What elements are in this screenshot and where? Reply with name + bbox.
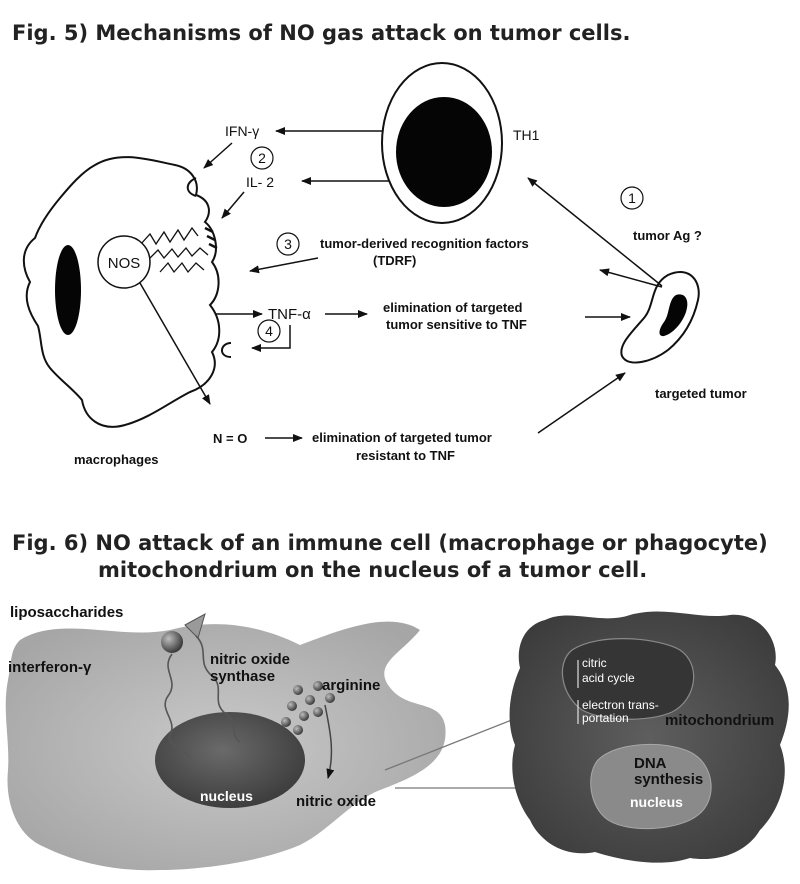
arrow-ifn-to-receptor bbox=[203, 142, 233, 169]
fig5-title: Fig. 5) Mechanisms of NO gas attack on t… bbox=[12, 21, 630, 45]
arrow-tdrf-to-macrophage bbox=[249, 257, 319, 274]
elim-tnf-line1: elimination of targeted bbox=[383, 300, 522, 315]
step-2-circle: 2 bbox=[250, 146, 274, 170]
citric-label-line2: acid cycle bbox=[582, 671, 635, 685]
ifn-receptor bbox=[186, 177, 197, 197]
mitochondrium-label: mitochondrium bbox=[665, 712, 774, 729]
nos-label-line1: nitric oxide bbox=[210, 651, 290, 668]
signal-zigzag-2 bbox=[149, 246, 209, 260]
signal-zigzag-1 bbox=[139, 226, 199, 246]
fig6-title-line1: Fig. 6) NO attack of an immune cell (mac… bbox=[12, 531, 768, 555]
macrophage-cell bbox=[22, 156, 221, 428]
interferon-label: interferon-γ bbox=[8, 659, 92, 676]
signal-zigzag-3 bbox=[159, 261, 205, 274]
il2-label: IL- 2 bbox=[246, 174, 274, 190]
il2-receptor bbox=[204, 226, 218, 250]
elim-tnf-line2: tumor sensitive to TNF bbox=[386, 317, 527, 332]
citric-label-line1: citric bbox=[582, 656, 607, 670]
mitochondrium-organelle bbox=[561, 638, 695, 720]
tumor-nucleus bbox=[590, 744, 712, 830]
th1-label: TH1 bbox=[513, 127, 540, 143]
immune-cell-nucleus bbox=[155, 712, 305, 808]
step-4-circle: 4 bbox=[257, 319, 281, 343]
step-3-circle: 3 bbox=[276, 232, 300, 256]
svg-text:1: 1 bbox=[628, 190, 636, 206]
nos-label: NOS bbox=[108, 255, 141, 272]
nucleus-right-label: nucleus bbox=[630, 794, 683, 810]
svg-text:4: 4 bbox=[265, 323, 273, 339]
liposaccharide-receptor bbox=[184, 612, 206, 639]
liposaccharides-label: liposaccharides bbox=[10, 604, 123, 621]
elim-no-line2: resistant to TNF bbox=[356, 448, 455, 463]
ifn-gamma-label: IFN-γ bbox=[225, 123, 259, 139]
arrow-tnf-feedback bbox=[251, 325, 291, 352]
nitric-oxide-label: nitric oxide bbox=[296, 793, 376, 810]
arrow-il2-to-receptor bbox=[221, 191, 245, 219]
dna-label-line2: synthesis bbox=[634, 771, 703, 788]
macrophages-label: macrophages bbox=[74, 452, 159, 467]
svg-text:3: 3 bbox=[284, 236, 292, 252]
tnf-receptor bbox=[221, 342, 232, 358]
tdrf-label-line1: tumor-derived recognition factors bbox=[320, 236, 529, 251]
targeted-tumor-cell bbox=[620, 271, 700, 364]
th1-cell bbox=[381, 62, 503, 224]
interferon-signal-path bbox=[164, 653, 191, 759]
tumor-ag-label: tumor Ag ? bbox=[633, 228, 702, 243]
targeted-tumor-label: targeted tumor bbox=[655, 386, 747, 401]
arginine-label: arginine bbox=[322, 677, 380, 694]
step-1-circle: 1 bbox=[620, 186, 644, 210]
arginine-molecules bbox=[281, 681, 335, 735]
elim-no-line1: elimination of targeted tumor bbox=[312, 430, 492, 445]
macrophage-nucleus bbox=[55, 245, 81, 335]
dna-label-line1: DNA bbox=[634, 755, 667, 772]
arrow-arginine-to-no bbox=[324, 704, 335, 779]
arrow-to-tumor-no bbox=[537, 372, 626, 434]
electron-label-line2: portation bbox=[582, 711, 629, 725]
tdrf-label-line2: (TDRF) bbox=[373, 253, 416, 268]
nos-circle: NOS bbox=[97, 235, 151, 289]
nos-label-line2: synthase bbox=[210, 668, 275, 685]
nucleus-left-label: nucleus bbox=[200, 788, 253, 804]
svg-text:2: 2 bbox=[258, 150, 266, 166]
liposaccharide-signal-path bbox=[195, 635, 241, 743]
arrow-tumor-to-tdrf bbox=[599, 268, 663, 288]
interferon-receptor-ball bbox=[161, 631, 183, 653]
tnf-alpha-label: TNF-α bbox=[268, 306, 311, 323]
arrow-nos-to-no bbox=[139, 282, 211, 405]
arrow-tumor-to-th1 bbox=[527, 177, 663, 287]
electron-label-line1: electron trans- bbox=[582, 698, 659, 712]
no-label: N = O bbox=[213, 431, 247, 446]
fig6-title-line2: mitochondrium on the nucleus of a tumor … bbox=[98, 558, 647, 582]
